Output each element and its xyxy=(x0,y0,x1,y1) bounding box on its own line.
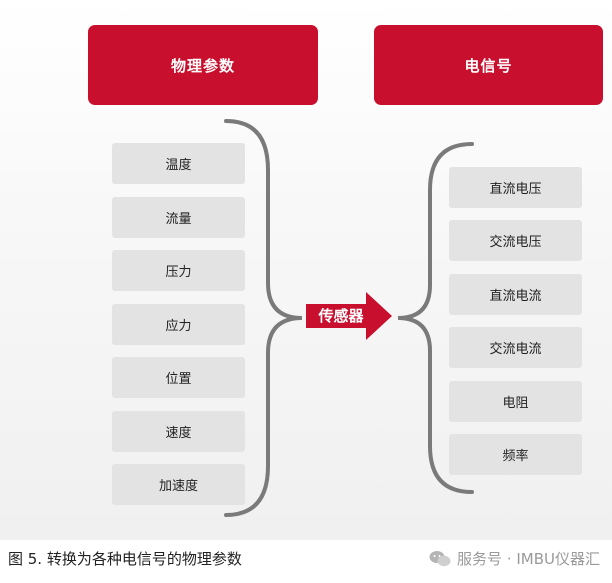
signal-dc-voltage: 直流电压 xyxy=(449,167,582,208)
right-brace xyxy=(397,142,474,494)
signal-dc-current: 直流电流 xyxy=(449,274,582,315)
param-position: 位置 xyxy=(112,357,245,398)
param-stress: 应力 xyxy=(112,304,245,345)
signal-resistance: 电阻 xyxy=(449,381,582,422)
physical-params-header: 物理参数 xyxy=(88,25,318,105)
converter-label: 传感器 xyxy=(318,306,364,325)
param-flow: 流量 xyxy=(112,197,245,238)
signal-frequency: 频率 xyxy=(449,434,582,475)
watermark-text: 服务号 · IMBU仪器汇 xyxy=(457,550,600,568)
converter-arrow xyxy=(306,292,392,340)
watermark: 服务号 · IMBU仪器汇 xyxy=(429,548,600,569)
param-acceleration: 加速度 xyxy=(112,464,245,505)
chat-bubble-icon xyxy=(429,550,451,566)
param-velocity: 速度 xyxy=(112,411,245,452)
electrical-signals-header: 电信号 xyxy=(374,25,603,105)
figure-caption: 图 5. 转换为各种电信号的物理参数 xyxy=(8,550,242,568)
left-brace xyxy=(224,119,303,517)
signal-ac-voltage: 交流电压 xyxy=(449,220,582,261)
param-pressure: 压力 xyxy=(112,250,245,291)
signal-ac-current: 交流电流 xyxy=(449,327,582,368)
param-temperature: 温度 xyxy=(112,143,245,184)
